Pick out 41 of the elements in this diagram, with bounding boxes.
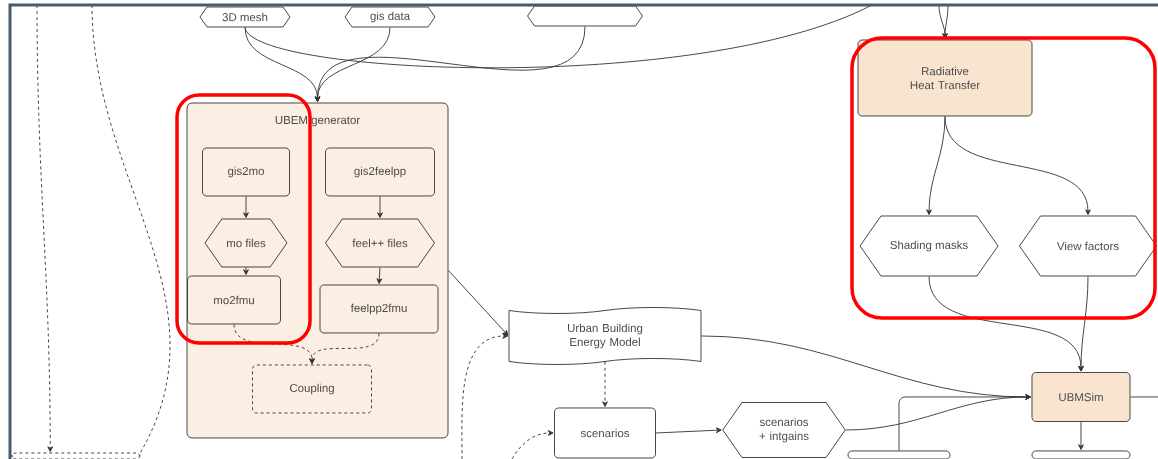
dashed-arrow xyxy=(602,361,608,407)
arrow xyxy=(448,270,509,336)
connector-line xyxy=(91,4,171,453)
arrow xyxy=(944,116,1091,215)
process-box xyxy=(11,452,141,459)
data-hexagon: gis data xyxy=(344,6,436,28)
process-box: Radiative Heat Transfer xyxy=(857,39,1033,117)
arrow xyxy=(898,394,1031,451)
process-box xyxy=(1031,450,1131,459)
process-box: gis2feelpp xyxy=(325,147,435,197)
arrow xyxy=(1078,276,1089,372)
process-box: Coupling xyxy=(252,364,372,414)
arrow xyxy=(926,116,946,215)
arrow xyxy=(942,4,949,39)
dashed-arrow xyxy=(461,333,508,459)
data-hexagon: View factors xyxy=(1019,215,1157,277)
arrow xyxy=(243,196,249,218)
data-hexagon: Shading masks xyxy=(859,215,999,277)
process-box: feelpp2fmu xyxy=(319,284,439,334)
arrow xyxy=(655,427,722,434)
arrow xyxy=(1078,421,1084,450)
data-hexagon: mo files xyxy=(204,218,288,268)
dashed-arrow xyxy=(36,4,54,452)
arrow xyxy=(243,267,249,275)
process-box: UBMSim xyxy=(1031,372,1131,422)
data-hexagon: feel++ files xyxy=(325,218,435,268)
data-hexagon: 3D mesh xyxy=(199,6,291,28)
arrow xyxy=(377,196,383,218)
arrow xyxy=(314,26,586,102)
data-hexagon: scenarios + intgains xyxy=(722,402,846,458)
connector-line xyxy=(1130,396,1158,398)
process-box: mo2fmu xyxy=(187,275,281,325)
connector-line xyxy=(244,4,873,69)
dashed-arrow xyxy=(309,333,380,364)
arrow xyxy=(376,267,383,284)
process-box: gis2mo xyxy=(202,147,290,197)
wavy-box: Urban Building Energy Model xyxy=(508,307,702,365)
process-box: scenarios xyxy=(554,407,656,459)
data-hexagon xyxy=(527,5,643,27)
process-box xyxy=(847,450,951,459)
dashed-arrow xyxy=(511,430,554,459)
